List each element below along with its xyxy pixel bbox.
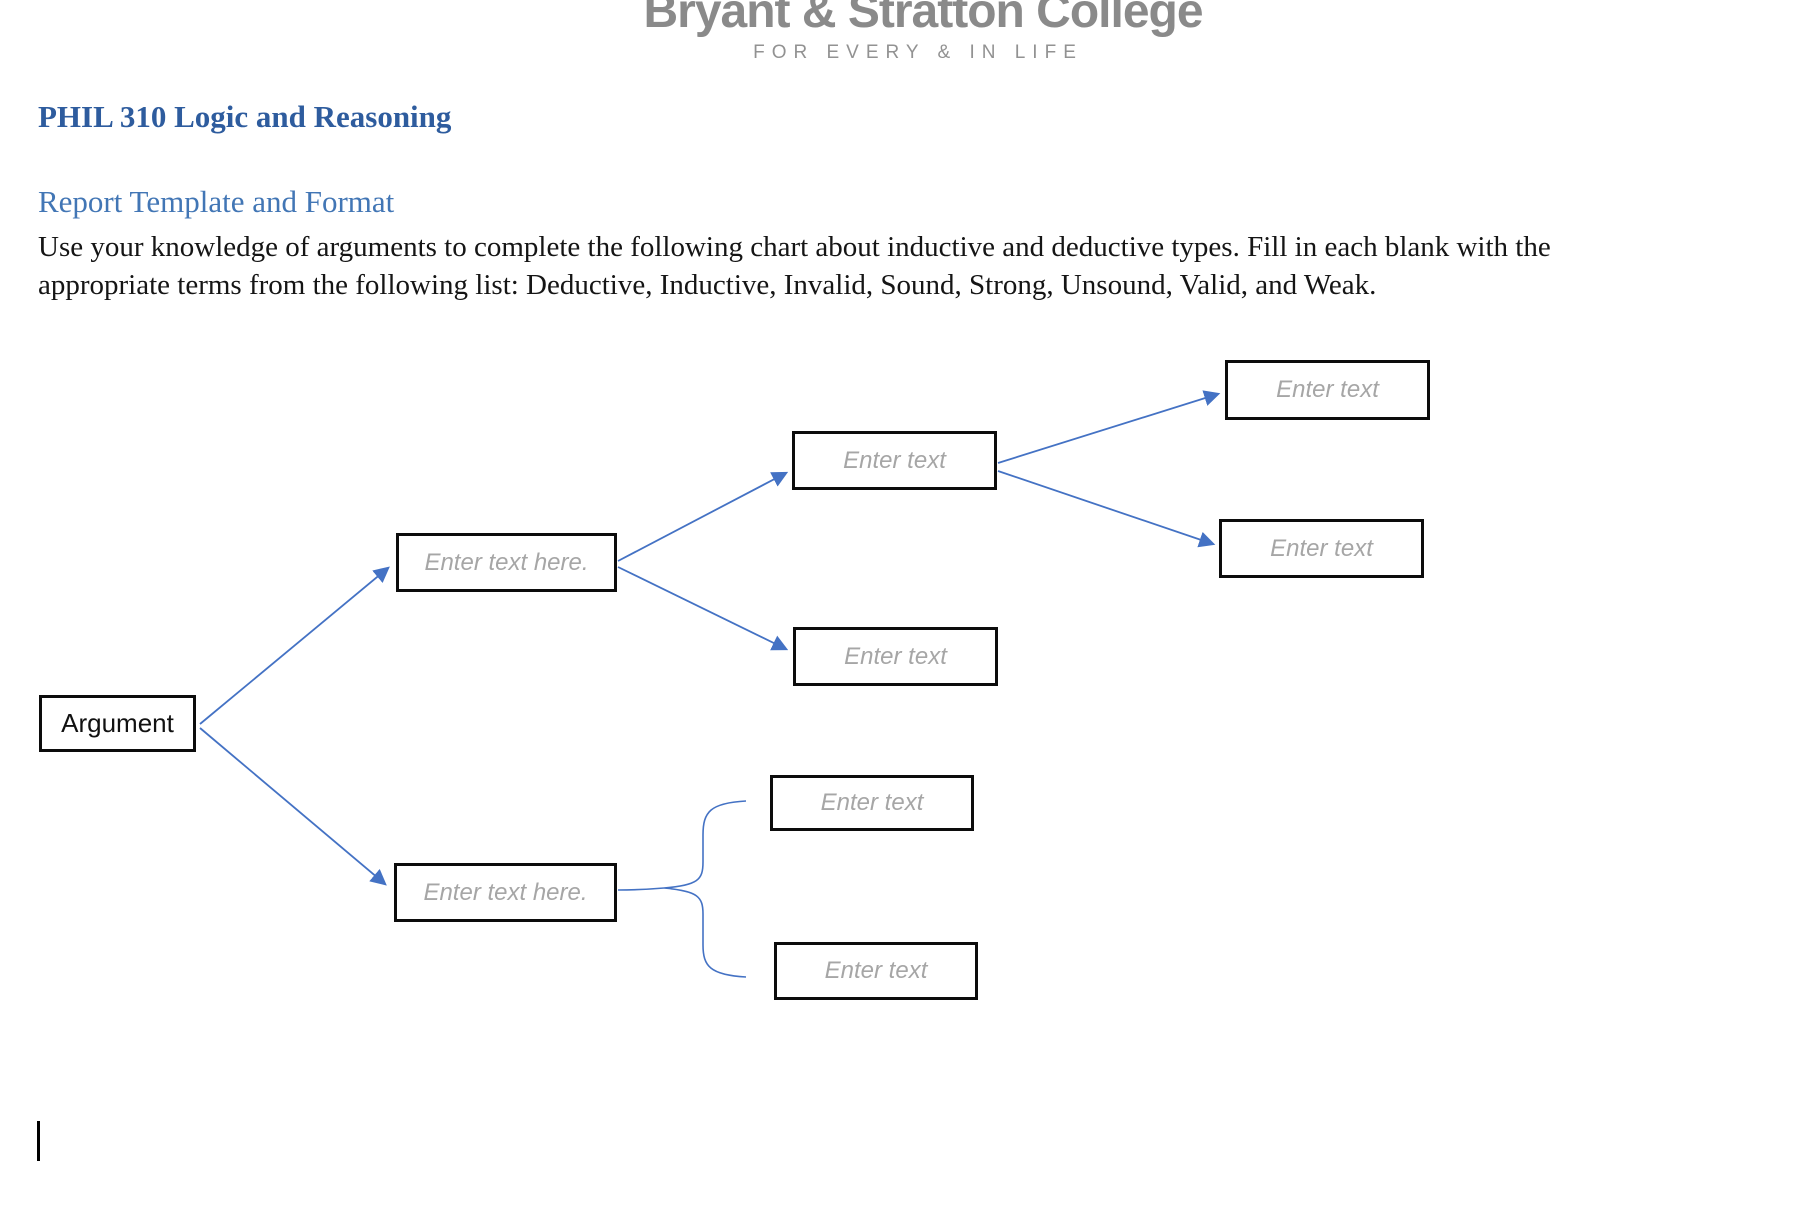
node-branch-top-placeholder[interactable]: Enter text here. xyxy=(424,548,589,576)
instructions-line-1: Use your knowledge of arguments to compl… xyxy=(38,231,1551,263)
instructions-line-2: appropriate terms from the following lis… xyxy=(38,269,1377,301)
node-argument-label: Argument xyxy=(61,708,174,738)
node-brace-bottom[interactable]: Enter text xyxy=(774,942,978,1000)
connector-midtop-to-right-bottom xyxy=(997,470,1216,548)
node-right-bottom[interactable]: Enter text xyxy=(1219,519,1424,578)
connector-branchtop-to-mid-top xyxy=(617,471,789,562)
connector-branchtop-to-mid-bottom xyxy=(617,566,789,651)
node-right-top-placeholder[interactable]: Enter text xyxy=(1276,376,1379,403)
node-brace-top-placeholder[interactable]: Enter text xyxy=(820,789,924,816)
connector-argument-to-branch-top xyxy=(199,566,390,725)
brace-connector-stem xyxy=(617,887,665,891)
node-mid-bottom-placeholder[interactable]: Enter text xyxy=(844,642,947,670)
college-logo-tagline: FOR EVERY & IN LIFE xyxy=(753,42,1083,63)
node-right-bottom-placeholder[interactable]: Enter text xyxy=(1270,534,1373,562)
connector-midtop-to-right-top xyxy=(997,390,1221,464)
node-branch-top[interactable]: Enter text here. xyxy=(396,533,617,592)
node-branch-bottom[interactable]: Enter text here. xyxy=(394,863,617,922)
node-right-top[interactable]: Enter text xyxy=(1225,360,1430,420)
node-mid-top-placeholder[interactable]: Enter text xyxy=(843,446,946,474)
node-brace-top[interactable]: Enter text xyxy=(770,775,974,831)
node-mid-bottom[interactable]: Enter text xyxy=(793,627,998,686)
node-mid-top[interactable]: Enter text xyxy=(792,431,997,490)
instructions-paragraph: Use your knowledge of arguments to compl… xyxy=(38,228,1551,304)
node-argument: Argument xyxy=(39,695,196,752)
curly-brace xyxy=(663,800,747,978)
node-brace-bottom-placeholder[interactable]: Enter text xyxy=(824,957,928,984)
text-cursor-caret xyxy=(37,1121,40,1161)
college-logo: Bryant & Stratton College xyxy=(643,0,1203,38)
course-title: PHIL 310 Logic and Reasoning xyxy=(38,99,452,134)
node-branch-bottom-placeholder[interactable]: Enter text here. xyxy=(423,878,588,906)
section-heading: Report Template and Format xyxy=(38,184,395,219)
connector-argument-to-branch-bottom xyxy=(199,727,387,886)
